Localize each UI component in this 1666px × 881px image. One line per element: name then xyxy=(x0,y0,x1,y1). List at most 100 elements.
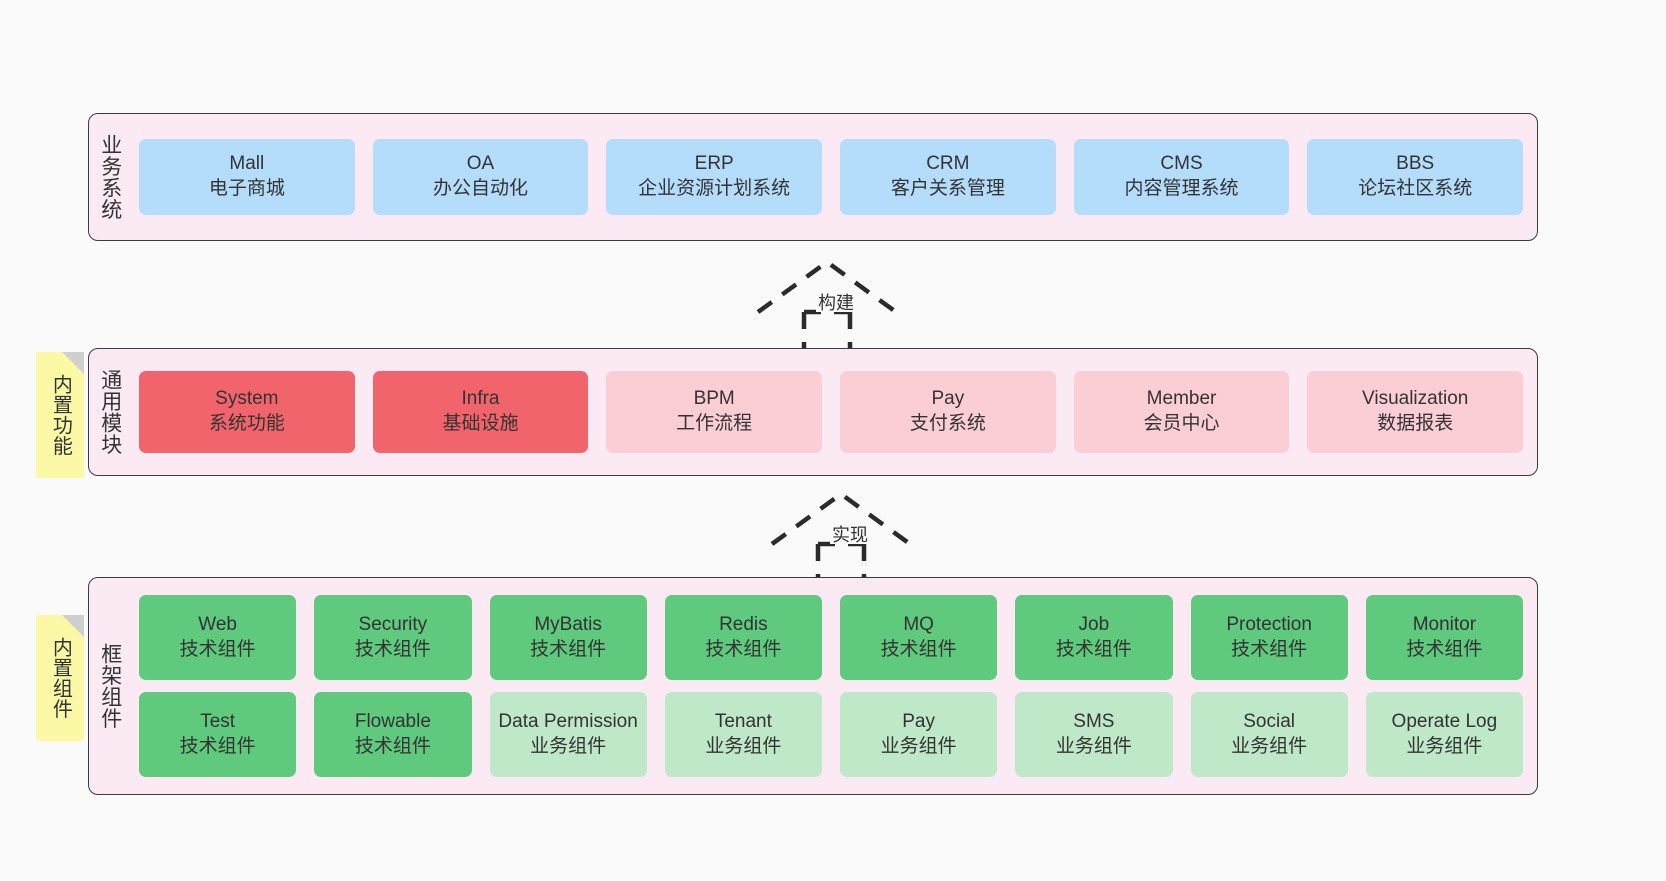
component-card-subtitle: 业务组件 xyxy=(530,735,607,757)
component-card-mybatis[interactable]: MyBatis 技术组件 xyxy=(489,595,647,680)
connector-label-build: 构建 xyxy=(816,293,856,313)
module-card-oa[interactable]: OA 办公自动化 xyxy=(372,139,589,215)
module-card-cms[interactable]: CMS 内容管理系统 xyxy=(1073,139,1290,215)
component-card-mq[interactable]: MQ 技术组件 xyxy=(840,595,998,680)
module-card-title: ERP xyxy=(694,153,734,175)
component-card-title: Pay xyxy=(902,710,935,732)
component-card-title: MQ xyxy=(903,613,934,635)
module-card-bpm[interactable]: BPM 工作流程 xyxy=(606,371,823,453)
module-card-mall[interactable]: Mall 电子商城 xyxy=(139,139,355,215)
module-card-title: OA xyxy=(466,153,495,175)
component-card-web[interactable]: Web 技术组件 xyxy=(139,595,297,680)
component-card-title: MyBatis xyxy=(534,613,602,635)
component-card-subtitle: 技术组件 xyxy=(1406,638,1483,660)
component-card-title: Web xyxy=(198,613,237,635)
module-card-subtitle: 系统功能 xyxy=(208,413,285,434)
component-card-subtitle: 业务组件 xyxy=(1231,735,1308,757)
module-card-subtitle: 客户关系管理 xyxy=(890,178,1005,199)
module-card-title: Visualization xyxy=(1362,388,1469,410)
module-card-subtitle: 支付系统 xyxy=(909,413,986,434)
component-card-title: Tenant xyxy=(714,710,772,732)
component-card-subtitle: 业务组件 xyxy=(1406,735,1483,757)
component-card-title: Redis xyxy=(719,613,768,635)
module-card-erp[interactable]: ERP 企业资源计划系统 xyxy=(606,139,823,215)
component-card-data-permission[interactable]: Data Permission 业务组件 xyxy=(489,692,647,777)
component-card-title: Monitor xyxy=(1412,613,1477,635)
module-card-crm[interactable]: CRM 客户关系管理 xyxy=(840,139,1056,215)
module-card-title: CRM xyxy=(926,153,970,175)
component-card-subtitle: 业务组件 xyxy=(880,735,957,757)
layer-business-system: 业务系统 Mall 电子商城 OA 办公自动化 ERP 企业资源计划系统 CRM… xyxy=(88,113,1538,241)
component-card-subtitle: 技术组件 xyxy=(354,638,431,660)
component-card-title: Social xyxy=(1243,710,1295,732)
layer-title-business-system: 业务系统 xyxy=(98,134,122,220)
module-card-subtitle: 论坛社区系统 xyxy=(1358,178,1473,199)
module-card-title: BPM xyxy=(693,388,735,410)
layer-row: Test 技术组件 Flowable 技术组件 Data Permission … xyxy=(139,692,1523,777)
component-card-subtitle: 业务组件 xyxy=(705,735,782,757)
component-card-tenant[interactable]: Tenant 业务组件 xyxy=(664,692,822,777)
dashed-generalization-arrow-icon xyxy=(756,259,898,348)
layer-row: System 系统功能 Infra 基础设施 BPM 工作流程 Pay 支付系统… xyxy=(139,371,1524,453)
component-card-social[interactable]: Social 业务组件 xyxy=(1190,692,1348,777)
module-card-bbs[interactable]: BBS 论坛社区系统 xyxy=(1307,139,1524,215)
layer-title-general-modules: 通用模块 xyxy=(98,369,122,455)
component-card-redis[interactable]: Redis 技术组件 xyxy=(664,595,822,680)
module-card-title: Infra xyxy=(461,388,500,410)
module-card-title: System xyxy=(215,388,279,410)
component-card-title: SMS xyxy=(1073,710,1115,732)
component-card-operate-log[interactable]: Operate Log 业务组件 xyxy=(1365,692,1523,777)
component-card-flowable[interactable]: Flowable 技术组件 xyxy=(314,692,472,777)
component-card-subtitle: 业务组件 xyxy=(1055,735,1132,757)
module-card-title: CMS xyxy=(1160,153,1203,175)
component-card-subtitle: 技术组件 xyxy=(1055,638,1132,660)
component-card-title: Operate Log xyxy=(1391,710,1498,732)
component-card-sms[interactable]: SMS 业务组件 xyxy=(1015,692,1173,777)
module-card-subtitle: 内容管理系统 xyxy=(1124,178,1239,199)
component-card-subtitle: 技术组件 xyxy=(705,638,782,660)
connector-label-implement: 实现 xyxy=(830,525,870,545)
component-card-monitor[interactable]: Monitor 技术组件 xyxy=(1365,595,1523,680)
module-card-system[interactable]: System 系统功能 xyxy=(139,371,355,453)
sticky-note-label: 内置功能 xyxy=(49,374,72,456)
module-card-subtitle: 会员中心 xyxy=(1143,413,1220,434)
sticky-note-builtin-components: 内置组件 xyxy=(36,615,84,741)
module-card-pay[interactable]: Pay 支付系统 xyxy=(840,371,1056,453)
sticky-note-label: 内置组件 xyxy=(49,637,72,719)
module-card-subtitle: 电子商城 xyxy=(208,178,285,199)
layer-framework-components: 框架组件 Web 技术组件 Security 技术组件 MyBatis 技术组件… xyxy=(88,577,1538,795)
layer-title-framework-components: 框架组件 xyxy=(98,643,122,729)
layer-row: Mall 电子商城 OA 办公自动化 ERP 企业资源计划系统 CRM 客户关系… xyxy=(139,139,1524,215)
layer-row: Web 技术组件 Security 技术组件 MyBatis 技术组件 Redi… xyxy=(139,595,1523,680)
module-card-member[interactable]: Member 会员中心 xyxy=(1073,371,1290,453)
component-card-title: Job xyxy=(1078,613,1110,635)
note-fold-corner-icon xyxy=(62,615,84,637)
module-card-infra[interactable]: Infra 基础设施 xyxy=(372,371,589,453)
component-card-title: Test xyxy=(200,710,236,732)
component-card-pay[interactable]: Pay 业务组件 xyxy=(840,692,998,777)
module-card-subtitle: 工作流程 xyxy=(676,413,753,434)
module-card-title: Mall xyxy=(229,153,265,175)
sticky-note-builtin-features: 内置功能 xyxy=(36,352,84,478)
module-card-subtitle: 数据报表 xyxy=(1377,413,1454,434)
component-card-subtitle: 技术组件 xyxy=(179,638,256,660)
component-card-subtitle: 技术组件 xyxy=(354,735,431,757)
module-card-visualization[interactable]: Visualization 数据报表 xyxy=(1307,371,1524,453)
module-card-title: Member xyxy=(1146,388,1217,410)
component-card-test[interactable]: Test 技术组件 xyxy=(139,692,297,777)
component-card-title: Protection xyxy=(1226,613,1312,635)
component-card-subtitle: 技术组件 xyxy=(530,638,607,660)
module-card-subtitle: 办公自动化 xyxy=(433,178,529,199)
module-card-title: Pay xyxy=(931,388,965,410)
note-fold-corner-icon xyxy=(62,352,84,374)
component-card-job[interactable]: Job 技术组件 xyxy=(1015,595,1173,680)
component-card-title: Data Permission xyxy=(498,710,638,732)
component-card-title: Security xyxy=(358,613,428,635)
layer-general-modules: 通用模块 System 系统功能 Infra 基础设施 BPM 工作流程 Pay… xyxy=(88,348,1538,476)
component-card-protection[interactable]: Protection 技术组件 xyxy=(1190,595,1348,680)
layer-body-framework-components: Web 技术组件 Security 技术组件 MyBatis 技术组件 Redi… xyxy=(131,578,1537,794)
component-card-security[interactable]: Security 技术组件 xyxy=(314,595,472,680)
component-card-title: Flowable xyxy=(354,710,431,732)
module-card-subtitle: 基础设施 xyxy=(442,413,519,434)
module-card-subtitle: 企业资源计划系统 xyxy=(638,178,791,199)
